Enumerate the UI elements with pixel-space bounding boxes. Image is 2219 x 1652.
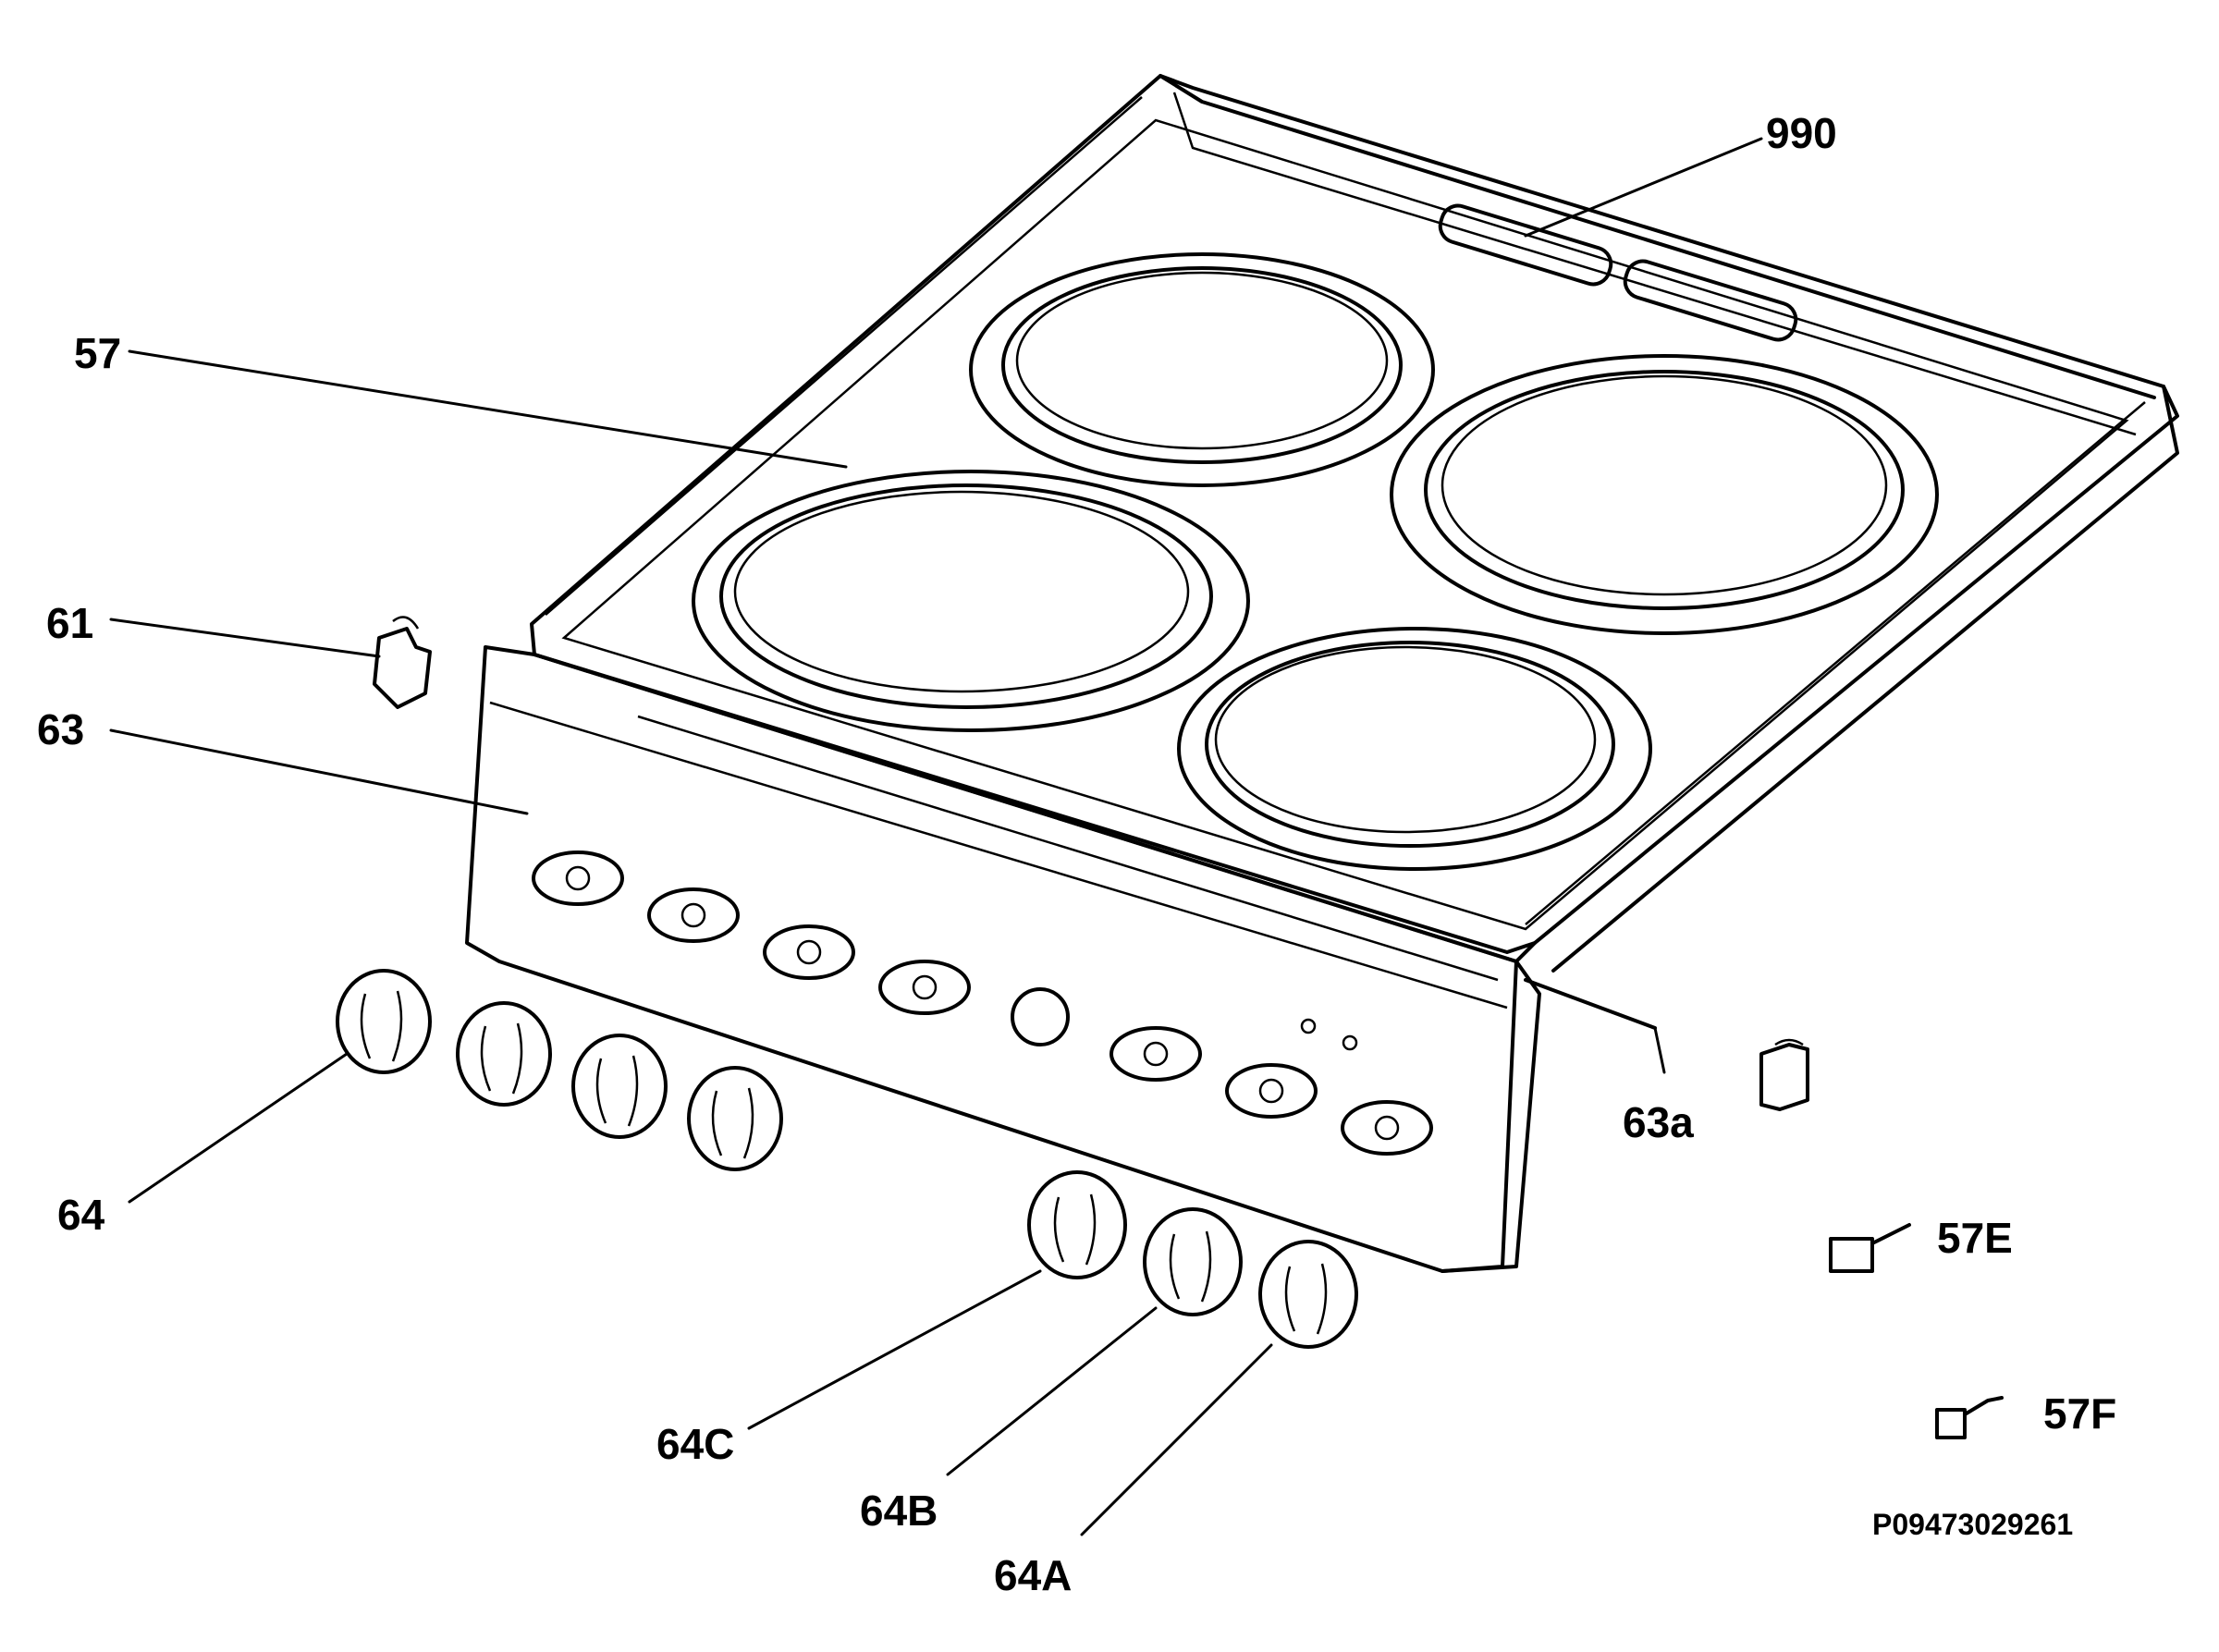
label-57F: 57F [2043,1389,2116,1438]
knob [336,969,432,1074]
label-64: 64 [57,1191,105,1239]
clip-right [1759,1038,1809,1111]
label-63: 63 [37,705,84,753]
knob-64B [1143,1207,1243,1316]
label-64B: 64B [860,1487,938,1535]
label-61: 61 [46,599,93,647]
drawing-code: P09473029261 [1872,1508,2073,1541]
knob-64A [1258,1240,1358,1349]
hotplate-front-left [692,470,1250,732]
label-63a: 63a [1623,1098,1694,1146]
knob [687,1066,783,1171]
cooktop-hob [530,74,2179,982]
bracket-57F [1935,1396,2004,1439]
hotplate-front-right [1177,627,1652,871]
knob [571,1034,668,1139]
clip-61 [373,616,432,709]
knob-group-64 [336,969,783,1171]
hotplate-rear-left [969,252,1435,487]
label-64C: 64C [656,1420,734,1468]
control-panel [465,645,1541,1273]
label-57E: 57E [1937,1214,2013,1262]
label-57: 57 [74,329,121,377]
label-990: 990 [1766,109,1837,157]
bracket-57E [1829,1223,1911,1273]
label-64A: 64A [994,1551,1072,1599]
rod-63a [1524,978,1657,1030]
hotplate-rear-right [1390,354,1939,635]
panel-switch-openings [532,850,1433,1156]
knob-group-64-right [1027,1170,1358,1349]
leader-lines [109,137,1763,1536]
knob [456,1001,552,1107]
knob-64C [1027,1170,1127,1279]
